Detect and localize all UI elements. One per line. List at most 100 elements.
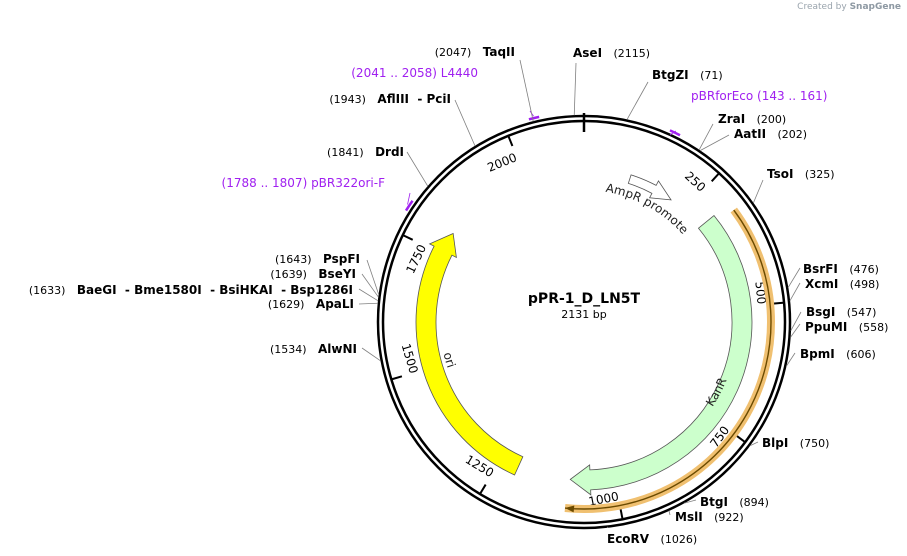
backbone-inner-ring (381, 119, 787, 525)
primer-label-pbrforeco: pBRforEco (143 .. 161) (691, 89, 827, 103)
site-position: (325) (805, 168, 835, 181)
plasmid-name: pPR-1_D_LN5T (528, 291, 641, 307)
scale-tick-1000 (619, 508, 624, 519)
primer-leader-pbr322ori-f (407, 192, 411, 205)
site-position: (2047) (435, 46, 472, 59)
scale-label-250: 250 (682, 169, 708, 195)
site-bsrfi[interactable]: BsrFI (476) (803, 262, 879, 276)
primer-name: pBR322ori-F (311, 176, 385, 190)
site-name: AlwNI (318, 342, 357, 356)
site-afliii-pcii[interactable]: (1943) AflIII - PciI (329, 92, 451, 106)
scale-label-2000: 2000 (485, 150, 519, 174)
site-leader-pspfi (366, 259, 380, 295)
site-alwni[interactable]: (1534) AlwNI (270, 342, 357, 356)
primer-l4440[interactable] (528, 115, 540, 121)
site-leader-drdi (406, 151, 429, 187)
site-xcmi[interactable]: XcmI (498) (805, 277, 879, 291)
site-leader-btgi (684, 499, 697, 504)
site-taqii[interactable]: (2047) TaqII (435, 45, 515, 59)
site-leader-bpmi (785, 352, 796, 367)
feature-label-ori: ori (441, 351, 459, 370)
credit-prefix: Created by (797, 2, 847, 12)
site-leader-apali (358, 302, 378, 305)
site-leader-zrai (698, 123, 714, 151)
site-bseyi[interactable]: (1639) BseYI (270, 267, 356, 281)
site-leader-blpi (749, 441, 759, 447)
site-ppumi[interactable]: PpuMI (558) (805, 320, 888, 334)
snapgene-logo-text: SnapGene (849, 2, 901, 12)
primer-label-pbr322ori-f: (1788 .. 1807) pBR322ori-F (222, 176, 386, 190)
site-position: (71) (700, 69, 723, 82)
site-name: AflIII - PciI (377, 92, 451, 106)
site-blpi[interactable]: BlpI (750) (762, 436, 829, 450)
site-tsoi[interactable]: TsoI (325) (767, 167, 835, 181)
site-position: (498) (850, 278, 880, 291)
scale-tick-1500 (392, 375, 403, 381)
site-leader-xcmi (789, 282, 801, 302)
feature-kanr[interactable] (569, 214, 753, 496)
site-btgi[interactable]: BtgI (894) (700, 495, 769, 509)
feature-ampr-promoter[interactable] (627, 174, 672, 201)
site-bsgi[interactable]: BsgI (547) (806, 305, 876, 319)
orf-arrowhead (565, 505, 575, 513)
site-position: (1633) (29, 284, 66, 297)
site-name: EcoRV (607, 532, 650, 546)
orf-layer (564, 207, 775, 513)
site-name: BseYI (318, 267, 356, 281)
site-bpmi[interactable]: BpmI (606) (800, 347, 876, 361)
site-name: TsoI (767, 167, 793, 181)
site-name: BaeGI - Bme1580I - BsiHKAI - Bsp1286I (77, 283, 353, 297)
scale-tick-2000 (507, 136, 514, 147)
site-leader-bsgi (790, 311, 802, 331)
site-name: BtgI (700, 495, 728, 509)
site-msli[interactable]: MslI (922) (675, 510, 744, 524)
site-leader-asei (573, 62, 577, 116)
site-btgzi[interactable]: BtgZI (71) (652, 68, 723, 82)
site-leader-bsrfi (787, 267, 801, 288)
site-name: MslI (675, 510, 703, 524)
site-name: TaqII (483, 45, 515, 59)
site-position: (2115) (614, 47, 651, 60)
site-zrai[interactable]: ZraI (200) (718, 112, 786, 126)
primer-pbrforeco[interactable] (669, 129, 681, 137)
site-position: (1534) (270, 343, 307, 356)
feature-label-ampr-promoter: AmpR promoter (0, 0, 691, 237)
snapgene-credit: Created by SnapGene (797, 2, 901, 12)
site-position: (922) (714, 511, 744, 524)
primer-name: L4440 (441, 66, 478, 80)
site-position: (1639) (270, 268, 307, 281)
site-asei[interactable]: AseI (2115) (573, 46, 650, 60)
primer-leader-pbrforeco (669, 130, 677, 136)
site-drdi[interactable]: (1841) DrdI (327, 145, 404, 159)
site-position: (1841) (327, 146, 364, 159)
site-name: DrdI (375, 145, 404, 159)
site-position: (558) (859, 321, 889, 334)
site-position: (476) (849, 263, 879, 276)
primer-pbr322ori-f[interactable] (404, 200, 414, 212)
backbone-outer-ring (376, 114, 792, 530)
primer-range: (143 .. 161) (753, 89, 827, 103)
site-leader-aatii (699, 134, 730, 151)
site-aatii[interactable]: AatII (202) (734, 127, 807, 141)
feature-ori[interactable] (415, 232, 524, 476)
site-leader-alwni (361, 347, 381, 362)
primer-name: pBRforEco (691, 89, 753, 103)
site-name: PspFI (323, 252, 360, 266)
site-pspfi[interactable]: (1643) PspFI (275, 252, 360, 266)
site-baegi-bme1580i-bsihkai-bsp1286i[interactable]: (1633) BaeGI - Bme1580I - BsiHKAI - Bsp1… (29, 283, 353, 297)
scale-tick-1750 (403, 234, 414, 241)
site-position: (1026) (661, 533, 698, 546)
site-leader-taqii (519, 59, 534, 122)
site-name: XcmI (805, 277, 838, 291)
site-position: (1943) (329, 93, 366, 106)
scale-tick-250 (710, 173, 720, 182)
site-position: (894) (739, 496, 769, 509)
site-name: AatII (734, 127, 766, 141)
site-apali[interactable]: (1629) ApaLI (268, 297, 354, 311)
plasmid-length: 2131 bp (561, 308, 606, 321)
site-ecorv[interactable]: EcoRV (1026) (607, 532, 697, 546)
site-position: (750) (800, 437, 830, 450)
site-name: BpmI (800, 347, 835, 361)
